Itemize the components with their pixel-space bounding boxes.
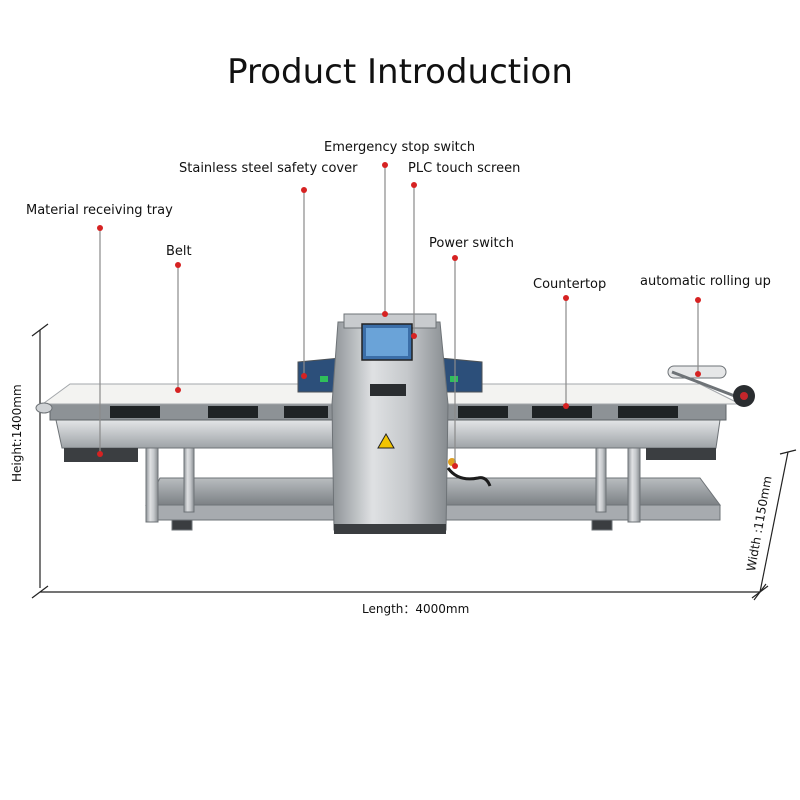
dot-rolling-up [695,297,701,303]
width-tick-bottom [753,583,767,601]
label-belt: Belt [166,244,192,259]
legs [145,439,641,531]
callout-lines [99,165,699,466]
label-plc-touch-screen: PLC touch screen [408,161,521,176]
dimension-length: Length：4000mm [362,602,470,616]
safety-cover-shapes [297,357,483,393]
belt-surface [35,383,741,414]
material-receiving-tray-shape [55,419,341,462]
dimension-lines [31,323,797,601]
dot-power-switch [452,255,458,261]
right-tray-shape [439,419,721,460]
label-power-switch: Power switch [429,236,514,251]
dot-countertop [563,295,569,301]
label-emergency-stop-switch: Emergency stop switch [324,140,476,155]
width-tick-top [779,449,797,455]
page-title: Product Introduction [227,52,573,92]
length-tick-left [31,585,49,599]
height-tick-top [31,323,49,337]
width-line [759,451,789,593]
dot-belt [175,262,181,268]
label-automatic-rolling-up: automatic rolling up [640,274,771,289]
dot-emergency-stop [382,162,388,168]
dot-plc-screen [411,182,417,188]
label-material-receiving-tray: Material receiving tray [26,203,173,218]
label-countertop: Countertop [533,277,607,292]
callout-dots [97,162,701,469]
label-stainless-steel-safety-cover: Stainless steel safety cover [179,161,358,176]
central-housing [331,313,449,534]
dot-material-receiving-tray [97,225,103,231]
dot-safety-cover [301,187,307,193]
